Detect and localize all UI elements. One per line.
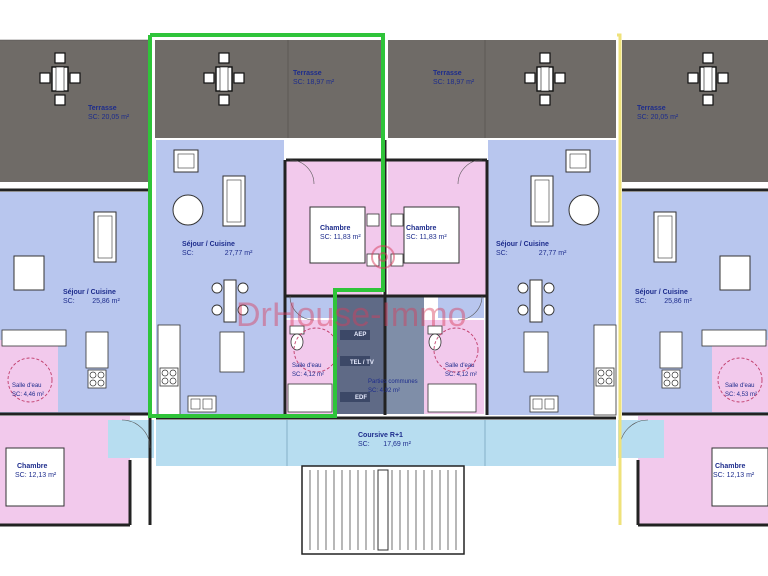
- highlight-unit-center-left: [148, 33, 385, 418]
- coursive: [156, 420, 616, 466]
- far-left-chambre-label: Chambre SC: 12,13 m²: [15, 463, 57, 479]
- center-right-terrasse-label: Terrasse SC: 18,97 m²: [433, 70, 475, 86]
- center-right-chambre-label: Chambre SC: 11,83 m²: [406, 225, 447, 241]
- center-left-sejour-label: Séjour / Cuisine SC: 27,77 m²: [182, 241, 253, 257]
- far-right-chambre-label: Chambre SC: 12,13 m²: [713, 463, 755, 479]
- center-left-chambre-label: Chambre SC: 11,83 m²: [320, 225, 361, 241]
- center-right-sdb-label: Salle d'eau SC: 4,12 m²: [445, 363, 478, 378]
- aep-label: AEP: [354, 332, 367, 338]
- center-right-sejour-label: Séjour / Cuisine SC: 27,77 m²: [496, 241, 567, 257]
- watermark: DrHouse-Immo: [236, 296, 467, 334]
- far-left-sejour-label: Séjour / Cuisine SC: 25,86 m²: [63, 289, 120, 305]
- edf-label: EDF: [355, 395, 367, 401]
- highlight-unit-far-right: [617, 33, 622, 525]
- terrace-center-left: [155, 40, 383, 138]
- center-left-sdb-label: Salle d'eau SC: 4,12 m²: [292, 363, 325, 378]
- center-left-terrasse-label: Terrasse SC: 18,97 m²: [293, 70, 335, 86]
- bathroom-far-right: [712, 340, 768, 412]
- terrace-far-left: [0, 40, 150, 182]
- terrace-far-right: [622, 40, 768, 182]
- parties-communes-label: Parties communes SC: 4,92 m²: [368, 379, 418, 394]
- far-right-sejour-label: Séjour / Cuisine SC: 25,86 m²: [635, 289, 692, 305]
- far-left-sdb-label: Salle d'eau SC: 4,46 m²: [12, 383, 45, 398]
- far-left-terrasse-label: Terrasse SC: 20,05 m²: [88, 105, 130, 121]
- coursive-label: Coursive R+1 SC: 17,69 m²: [358, 432, 411, 448]
- parties-communes: [386, 296, 424, 414]
- far-right-sdb-label: Salle d'eau SC: 4,53 m²: [725, 383, 758, 398]
- watermark-logo-icon: [371, 245, 395, 269]
- bathroom-far-left: [0, 340, 58, 412]
- tel-tv-label: TEL / TV: [350, 360, 374, 366]
- far-right-terrasse-label: Terrasse SC: 20,05 m²: [637, 105, 679, 121]
- terrace-center-right: [388, 40, 616, 138]
